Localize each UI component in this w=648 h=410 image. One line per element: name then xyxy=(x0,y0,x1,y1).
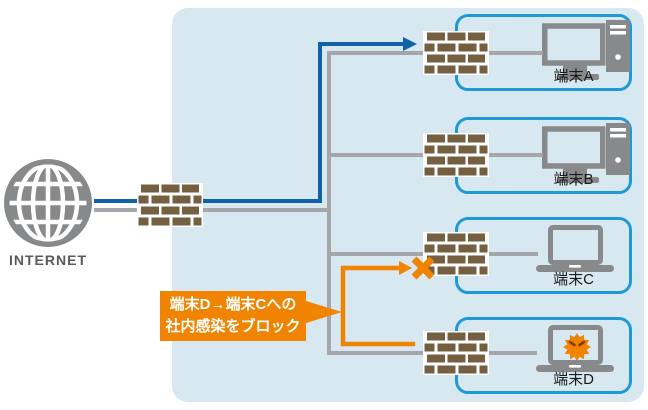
internet-globe-icon xyxy=(3,158,93,248)
orange-arrowhead-icon xyxy=(399,261,412,275)
callout-pointer xyxy=(306,301,342,323)
firewall-icon-a xyxy=(423,31,489,75)
blue-arrowhead-icon xyxy=(403,37,417,51)
endpoint-label-c: 端末C xyxy=(553,270,594,288)
block-callout: 端末D→端末Cへの 社内感染をブロック xyxy=(160,291,306,341)
endpoint-label-d: 端末D xyxy=(553,370,594,388)
lan-trunk-line xyxy=(327,51,543,355)
infection-path-line-orange xyxy=(340,265,415,347)
gateway-firewall-icon xyxy=(137,183,203,227)
endpoint-label-a: 端末A xyxy=(553,67,594,85)
blocked-x-mark-icon xyxy=(411,256,435,280)
block-callout-line2: 社内感染をブロック xyxy=(165,318,301,335)
internet-label: INTERNET xyxy=(9,252,87,268)
endpoint-box-b: 端末B xyxy=(455,117,632,194)
block-callout-line1: 端末D→端末Cへの xyxy=(169,296,297,314)
endpoint-label-b: 端末B xyxy=(553,170,594,188)
firewall-icon-d xyxy=(423,331,489,375)
allowed-traffic-line-blue xyxy=(94,42,403,203)
firewall-icon-b xyxy=(423,133,489,177)
